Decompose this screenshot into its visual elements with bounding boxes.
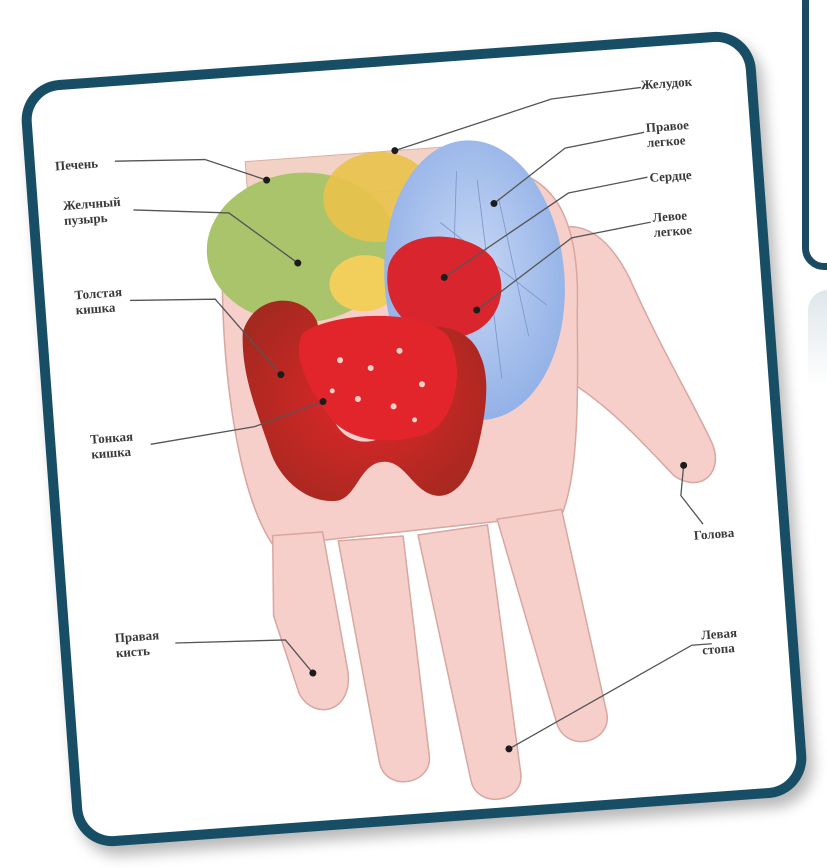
label-stomach: Желудок [640, 74, 693, 93]
label-small-intestine-line2: кишка [91, 444, 132, 462]
hand-organ-diagram: Печень Желчный пузырь Толстая кишка Тонк… [30, 40, 799, 838]
background-card [802, 0, 827, 270]
background-card-shadow [808, 290, 827, 410]
label-left-foot-line2: стопа [702, 640, 736, 657]
label-heart: Сердце [649, 167, 692, 185]
label-right-lung-line2: легкое [646, 132, 686, 150]
label-head: Голова [693, 525, 735, 543]
label-right-hand-line1: Правая [114, 627, 159, 645]
diagram-frame: Печень Желчный пузырь Толстая кишка Тонк… [19, 29, 809, 849]
label-gallbladder-line2: пузырь [64, 210, 109, 228]
label-liver: Печень [54, 155, 98, 173]
label-left-lung-line2: легкое [653, 222, 693, 240]
label-right-hand-line2: кисть [115, 643, 150, 660]
label-large-intestine-line2: кишка [75, 300, 116, 318]
